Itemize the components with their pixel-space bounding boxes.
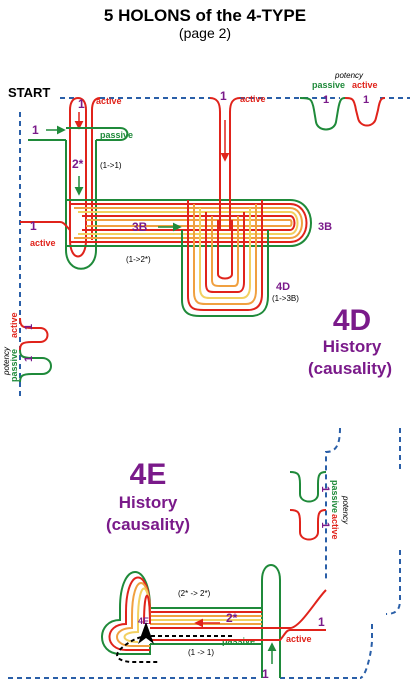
potency-one-active-right: 1 [319,522,331,528]
transition-one-to-three-b: (1->3B) [272,294,299,303]
potency-wave-left-active [19,317,49,351]
active-entry-4e [150,589,327,641]
transition-one-to-one-a: (1->1) [100,161,122,170]
panel-4d-line1: History [323,337,382,356]
active-label-d: active [286,634,312,644]
passive-loop-left [28,127,129,141]
passive-label-a: passive [100,130,133,140]
green-loop-left [65,140,97,270]
active-label-c: active [240,94,266,104]
one-label-d: 1 [220,89,227,103]
start-label: START [8,85,50,100]
panel-4e-line2: (causality) [106,515,190,534]
potency-one-passive-right: 1 [319,486,331,492]
page-title: 5 HOLONS of the 4-TYPE [104,6,306,25]
trajectory-arrowhead [138,622,154,644]
active-drop-center [209,97,241,230]
active-label-a: active [96,96,122,106]
potency-wave-active-top [344,97,386,127]
band-2star [150,607,262,645]
potency-wave-right-passive [289,471,327,503]
transition-one-to-two-star: (1->2*) [126,255,151,264]
passive-label-right: passive [330,480,340,513]
active-drop-left [69,97,87,258]
potency-one-active-left: 1 [23,324,35,330]
potency-label-top: potency [334,71,364,80]
panel-4e-big: 4E [130,458,167,491]
three-b-label-b: 3B [318,221,332,233]
potency-wave-right-active [289,509,327,541]
page-subtitle: (page 2) [179,25,231,41]
one-label-c: 1 [30,219,37,233]
two-star-label-b: 2* [226,611,238,625]
four-e-label-small: 4E [138,616,149,626]
active-label-b: active [30,238,56,248]
nested-u-4d [181,200,269,317]
potency-wave-passive-top [299,97,346,131]
potency-label-left: potency [2,346,11,376]
one-label-bottom: 1 [262,667,269,681]
panel-4d-line2: (causality) [308,359,392,378]
two-star-label-a: 2* [72,157,84,171]
active-label-left: active [9,312,19,338]
panel-4d-big: 4D [333,304,371,337]
transition-one-to-one-b: (1 -> 1) [188,648,214,657]
four-d-label-small: 4D [276,281,290,293]
passive-label-top: passive [312,80,345,90]
one-label-e: 1 [318,615,325,629]
transition-two-star-to-two-star: (2* -> 2*) [178,589,211,598]
three-b-label-a: 3B [132,220,148,234]
one-label-b: 1 [32,123,39,137]
boundary-right-4e [359,428,401,679]
one-label-a: 1 [78,97,85,111]
active-label-top: active [352,80,378,90]
potency-one-passive-top: 1 [323,94,329,106]
passive-label-left: passive [9,349,19,382]
band-3b [66,199,312,247]
panel-4e-line1: History [119,493,178,512]
passive-loop-bottom [261,564,281,678]
potency-one-passive-left: 1 [23,356,35,362]
potency-label-right: potency [341,495,350,525]
active-label-right: active [330,514,340,540]
nested-loop-4e [101,571,151,655]
boundary-mid-4e [325,427,341,580]
active-drop-left-inner [91,97,101,240]
active-entry-3b [20,221,71,231]
potency-one-active-top: 1 [363,94,369,106]
potency-wave-left-passive [19,349,52,383]
